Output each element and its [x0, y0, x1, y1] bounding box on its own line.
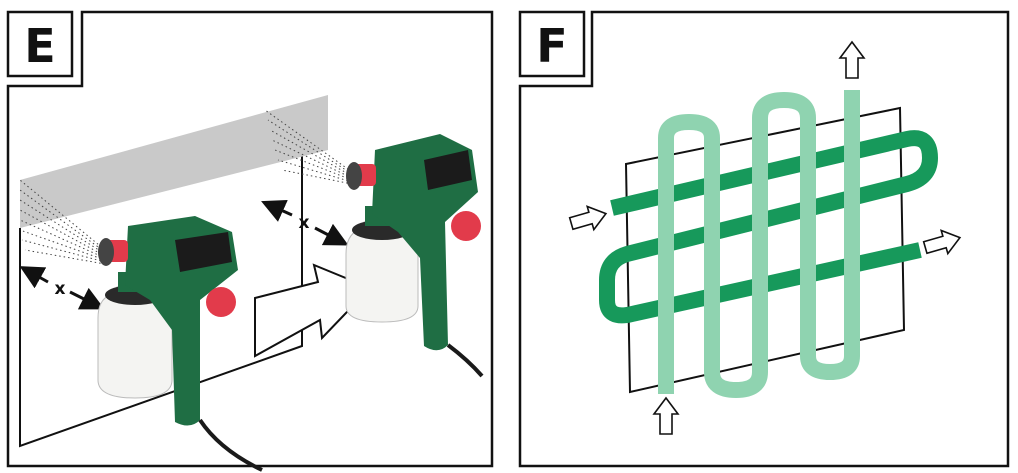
distance-label-left: x [55, 279, 66, 299]
vertical-pass-path [658, 90, 860, 398]
spray-cone-left [19, 179, 106, 265]
distance-arrow-icon [69, 287, 105, 310]
horizontal-pass-path [599, 130, 938, 324]
panel-e-letter: E [24, 19, 55, 73]
panel-f-drawing: F [518, 10, 1010, 468]
spray-gun-icon [345, 134, 481, 351]
arrow-right-icon [254, 263, 372, 358]
panel-f-frame [518, 10, 1010, 468]
distance-label-right: x [299, 213, 310, 233]
arrow-right-icon [568, 205, 608, 232]
wall-outline [19, 144, 303, 448]
distance-arrow-icon [19, 266, 49, 289]
arrow-up-icon [838, 40, 866, 79]
spray-cone-right [264, 109, 353, 185]
panel-e-letter-box [6, 10, 74, 78]
panel-f: F [512, 0, 1018, 473]
panel-f-letter-box [518, 10, 586, 78]
panel-e-frame [6, 10, 494, 468]
arrow-right-icon [922, 229, 962, 256]
panel-f-letter: F [536, 19, 567, 73]
sprayed-band [20, 95, 328, 228]
power-cable-right [446, 343, 484, 378]
arrow-up-icon [652, 396, 680, 435]
distance-arrow-icon [261, 199, 293, 222]
panel-e: E x x [0, 0, 500, 473]
power-cable-left [198, 418, 263, 472]
spray-gun-icon [97, 216, 238, 426]
distance-arrow-icon [314, 223, 349, 246]
panel-e-drawing: E x x [6, 10, 494, 472]
